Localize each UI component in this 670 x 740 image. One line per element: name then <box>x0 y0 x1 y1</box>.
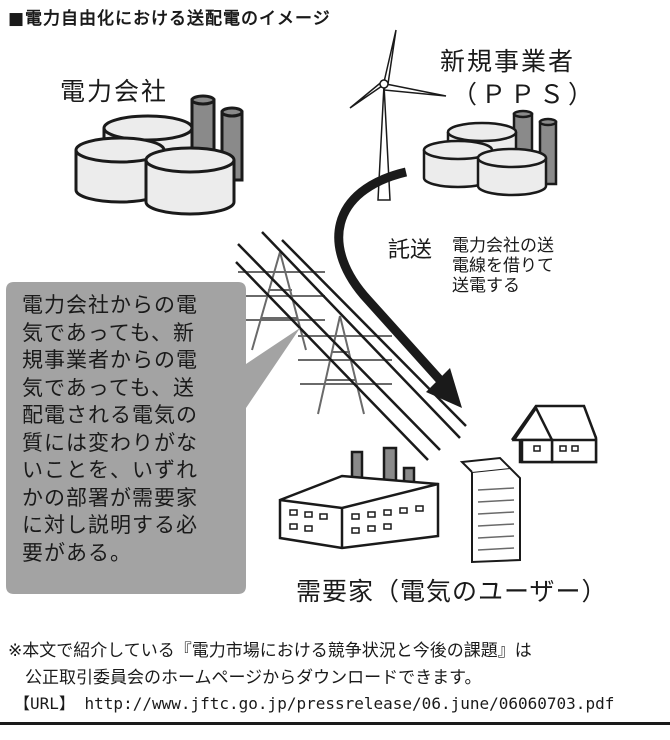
callout-line: に対し説明する必 <box>22 513 198 537</box>
callout-line: 規事業者からの電 <box>22 348 198 372</box>
wheeling-description: 電力会社の送 電線を借りて 送電する <box>452 236 554 296</box>
callout-box <box>6 282 300 594</box>
pps-name-label: 新規事業者 <box>440 47 576 76</box>
diagram-title: ■電力自由化における送配電のイメージ <box>8 9 331 29</box>
wind-turbine-icon <box>349 29 447 201</box>
callout-line: 配電される電気の <box>22 403 198 427</box>
callout-line: 要がある。 <box>22 540 132 565</box>
footnote-line: ※本文で紹介している『電力市場における競争状況と今後の課題』は <box>8 641 532 661</box>
factory-icon <box>278 446 440 550</box>
callout-line: 質には変わりがな <box>22 430 198 455</box>
consumer-label: 需要家（電気のユーザー） <box>296 577 608 606</box>
footnote-line: 公正取引委員会のホームページからダウンロードできます。 <box>8 668 482 688</box>
callout-text: 電力会社からの電 気であっても、新 規事業者からの電 気であっても、送 配電され… <box>22 292 237 567</box>
callout-line: いことを、いずれ <box>22 458 198 482</box>
source-url-link[interactable]: 【URL】 http://www.jftc.go.jp/pressrelease… <box>14 694 615 713</box>
power-line <box>235 231 467 461</box>
wheeling-desc-line: 送電する <box>452 276 520 296</box>
wheeling-desc-line: 電力会社の送 <box>452 236 554 256</box>
transmission-tower-icon <box>238 251 392 415</box>
wheeling-arrowhead <box>426 368 462 408</box>
house-icon <box>510 404 598 464</box>
wheeling-arrow <box>334 167 444 384</box>
callout-line: 気であっても、新 <box>22 320 196 345</box>
diagram-illustration <box>6 29 598 594</box>
pps-plant-icon <box>422 109 558 197</box>
power-plant-icon <box>74 94 244 216</box>
pps-abbr-label: （ＰＰＳ） <box>452 80 598 109</box>
callout-line: 気であっても、送 <box>22 375 196 400</box>
callout-line: 電力会社からの電 <box>22 293 198 317</box>
wheeling-label: 託送 <box>388 238 433 263</box>
wheeling-desc-line: 電線を借りて <box>452 256 554 276</box>
apartment-icon <box>459 456 521 564</box>
bottom-divider <box>0 722 670 725</box>
callout-line: かの部署が需要家 <box>22 485 198 510</box>
power-company-label: 電力会社 <box>60 77 169 106</box>
